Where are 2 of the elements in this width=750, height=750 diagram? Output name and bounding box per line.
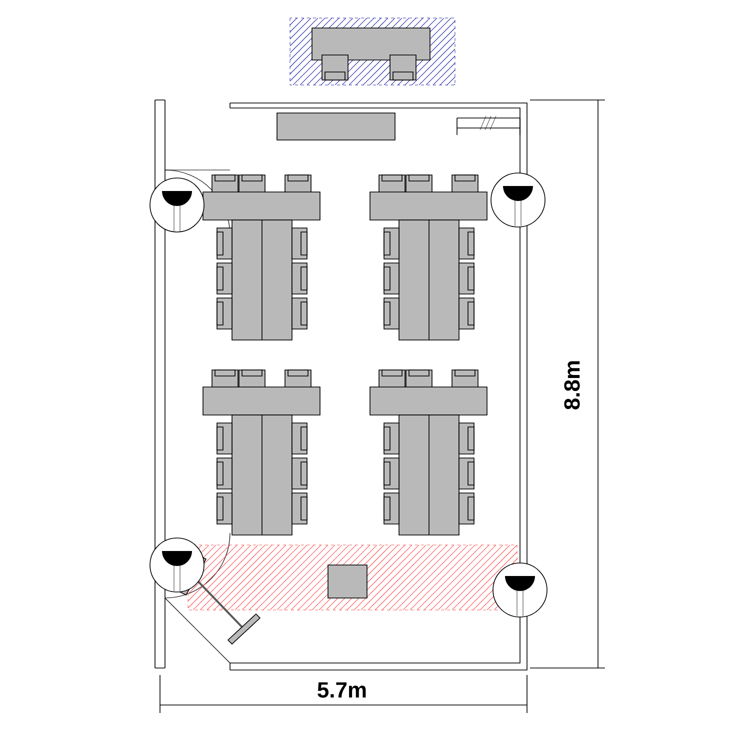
- dimension-label: 8.8m: [564, 361, 580, 410]
- dimension-label: 5.7m: [318, 682, 366, 698]
